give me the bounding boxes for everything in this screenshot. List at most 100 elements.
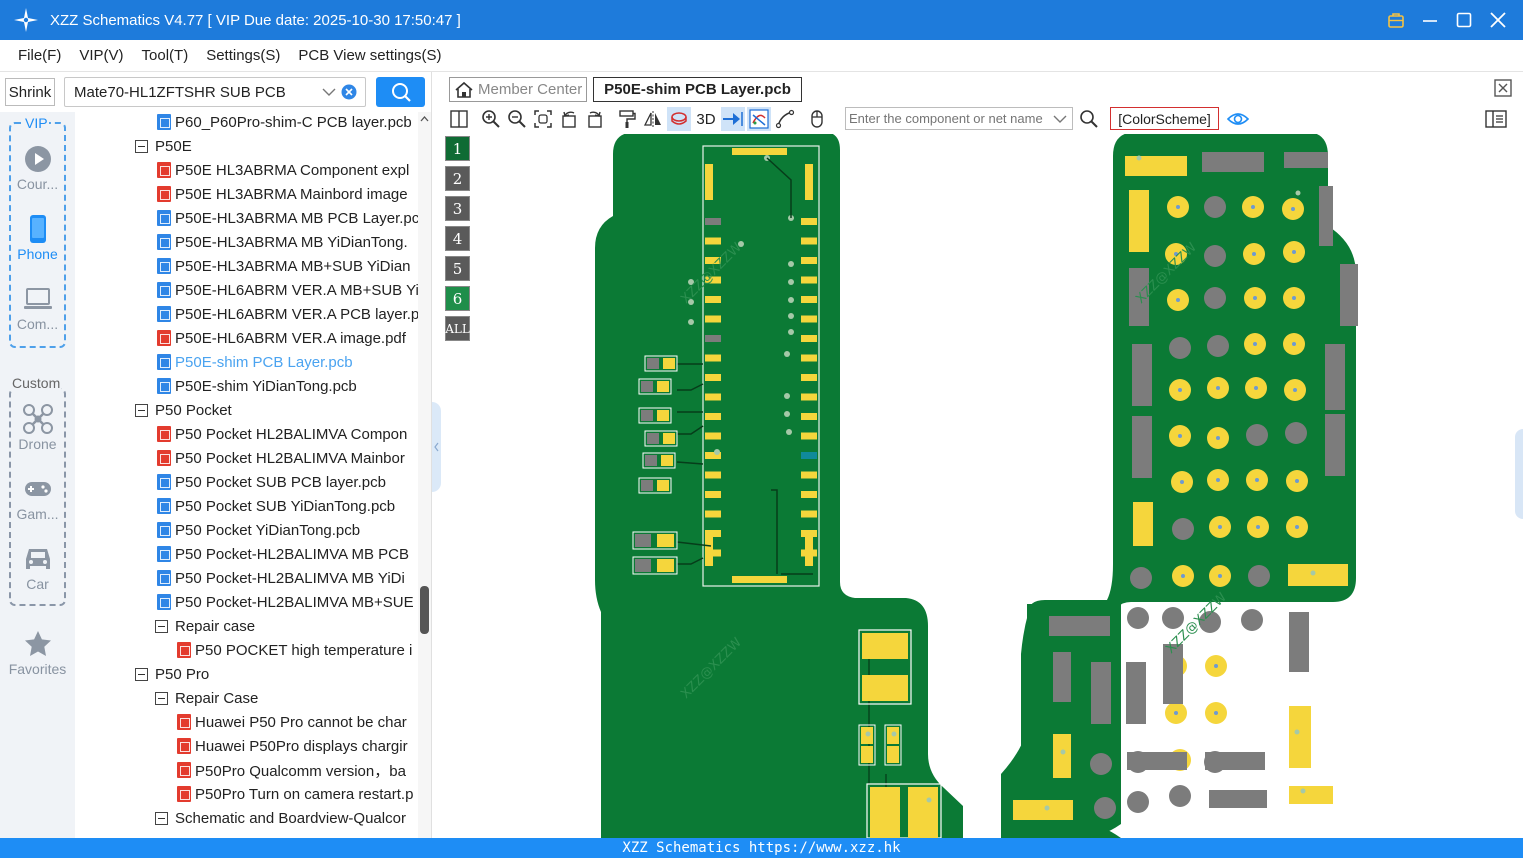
layer-6-button[interactable]: 6 xyxy=(445,286,470,311)
tree-folder[interactable]: P50 Pocket xyxy=(135,398,232,422)
tree-file[interactable]: Huawei P50 Pro cannot be char xyxy=(177,710,407,734)
nav-item-drone[interactable]: Drone xyxy=(0,404,75,452)
tree-file[interactable]: P50E-HL3ABRMA MB+SUB YiDian xyxy=(157,254,411,278)
tree-folder[interactable]: Schematic and Boardview-Qualcor xyxy=(155,806,406,830)
right-edge-handle[interactable] xyxy=(1515,429,1523,519)
collapse-icon[interactable] xyxy=(155,619,168,633)
collapse-icon[interactable] xyxy=(135,139,148,153)
tree-file[interactable]: P50E-shim YiDianTong.pcb xyxy=(157,374,357,398)
tree-folder[interactable]: Repair Case xyxy=(155,686,258,710)
rotate-right-icon[interactable] xyxy=(583,107,607,131)
tree-file[interactable]: P50 Pocket-HL2BALIMVA MB+SUE xyxy=(157,590,414,614)
tree-file[interactable]: P50E-HL6ABRM VER.A MB+SUB Yi xyxy=(157,278,419,302)
rotate-left-icon[interactable] xyxy=(557,107,581,131)
via xyxy=(1293,388,1297,392)
collapse-icon[interactable] xyxy=(135,403,148,417)
net-highlight-icon[interactable] xyxy=(667,107,691,131)
tree-file[interactable]: P50 Pocket YiDianTong.pcb xyxy=(157,518,360,542)
tree-file[interactable]: P50Pro Qualcomm version，ba xyxy=(177,758,406,782)
tree-file[interactable]: P50E-HL3ABRMA MB PCB Layer.pc xyxy=(157,206,419,230)
tab-member-center[interactable]: Member Center xyxy=(449,77,587,102)
zoom-in-icon[interactable] xyxy=(479,107,503,131)
paint-roller-icon[interactable] xyxy=(615,107,639,131)
eye-icon[interactable] xyxy=(1227,110,1249,128)
tree-file[interactable]: P50Pro Turn on camera restart.p xyxy=(177,782,413,806)
menu-tool[interactable]: Tool(T) xyxy=(141,47,189,64)
tree-file[interactable]: Huawei P50Pro displays chargir xyxy=(177,734,408,758)
layer-2-button[interactable]: 2 xyxy=(445,166,470,191)
menu-pcb-view-settings[interactable]: PCB View settings(S) xyxy=(298,47,442,64)
chevron-down-icon[interactable] xyxy=(1052,114,1068,124)
panel-splitter[interactable] xyxy=(431,72,441,838)
layer-3-button[interactable]: 3 xyxy=(445,196,470,221)
window-restore-icon[interactable] xyxy=(1493,78,1513,98)
search-icon[interactable] xyxy=(1079,109,1099,129)
collapse-icon[interactable] xyxy=(135,667,148,681)
tree-file[interactable]: P50 Pocket-HL2BALIMVA MB PCB xyxy=(157,542,409,566)
layer-all-button[interactable]: ALL xyxy=(445,316,470,341)
tab-pcb-file[interactable]: P50E-shim PCB Layer.pcb xyxy=(593,77,802,102)
maximize-icon[interactable] xyxy=(1453,9,1475,31)
tree-file[interactable]: P50 Pocket SUB YiDianTong.pcb xyxy=(157,494,395,518)
colorscheme-button[interactable]: [ColorScheme] xyxy=(1110,107,1219,130)
mouse-icon[interactable] xyxy=(805,107,829,131)
tree-file[interactable]: P50E HL3ABRMA Mainbord image xyxy=(157,182,408,206)
nav-item-phone[interactable]: Phone xyxy=(0,214,75,262)
tree-folder[interactable]: P50E xyxy=(135,134,192,158)
tree-file[interactable]: P50 POCKET high temperature i xyxy=(177,638,412,662)
menu-file[interactable]: File(F) xyxy=(18,47,62,64)
tree-file[interactable]: P50 Pocket HL2BALIMVA Mainbor xyxy=(157,446,405,470)
layer-5-button[interactable]: 5 xyxy=(445,256,470,281)
menu-settings[interactable]: Settings(S) xyxy=(206,47,281,64)
menu-vip[interactable]: VIP(V) xyxy=(79,47,124,64)
zoom-out-icon[interactable] xyxy=(505,107,529,131)
vip-bag-icon[interactable] xyxy=(1385,9,1407,31)
collapse-handle[interactable] xyxy=(432,402,441,492)
tree-folder[interactable]: Repair case xyxy=(155,614,255,638)
tree-scrollbar-thumb[interactable] xyxy=(420,586,429,634)
nav-item-game[interactable]: Gam... xyxy=(0,474,75,522)
close-icon[interactable] xyxy=(1487,9,1509,31)
tree-file[interactable]: P50E-shim PCB Layer.pcb xyxy=(157,350,353,374)
minimize-icon[interactable] xyxy=(1419,9,1441,31)
layer-1-button[interactable]: 1 xyxy=(445,136,470,161)
nav-item-favorites[interactable]: Favorites xyxy=(0,629,75,677)
nav-item-car[interactable]: Car xyxy=(0,544,75,592)
nav-item-course[interactable]: Cour... xyxy=(0,144,75,192)
mirror-icon[interactable] xyxy=(641,107,665,131)
scroll-up-icon[interactable] xyxy=(420,114,429,124)
tree-scrollbar[interactable] xyxy=(418,112,431,838)
board-combobox[interactable]: Mate70-HL1ZFTSHR SUB PCB xyxy=(64,77,366,107)
tree-file[interactable]: P50E-HL6ABRM VER.A PCB layer.p xyxy=(157,302,419,326)
tree-file[interactable]: P50 Pocket SUB PCB layer.pcb xyxy=(157,470,386,494)
view-3d-button[interactable]: 3D xyxy=(696,110,716,128)
tree-file[interactable]: P50E-HL6ABRM VER.A image.pdf xyxy=(157,326,406,350)
clear-icon[interactable] xyxy=(339,82,359,102)
tree-file[interactable]: P50 Pocket HL2BALIMVA Compon xyxy=(157,422,407,446)
via xyxy=(926,797,932,803)
pad xyxy=(705,549,721,557)
component-search-input[interactable] xyxy=(846,108,1052,129)
split-view-icon[interactable] xyxy=(447,107,471,131)
collapse-icon[interactable] xyxy=(155,811,168,825)
tree-file[interactable]: P50E-HL3ABRMA MB YiDianTong. xyxy=(157,230,408,254)
component-search-field[interactable] xyxy=(845,107,1073,130)
route-check-icon[interactable] xyxy=(747,107,771,131)
shrink-button[interactable]: Shrink xyxy=(5,78,55,106)
trace-icon[interactable] xyxy=(773,107,797,131)
tree-file[interactable]: P60_P60Pro-shim-C PCB layer.pcb xyxy=(157,112,412,134)
bga-ball xyxy=(1285,422,1307,444)
tree-file[interactable]: P50E HL3ABRMA Component expl xyxy=(157,158,409,182)
chevron-down-icon[interactable] xyxy=(319,82,339,102)
search-button[interactable] xyxy=(376,77,425,107)
arrow-pin-icon[interactable] xyxy=(721,107,745,131)
collapse-icon[interactable] xyxy=(155,691,168,705)
tree-folder[interactable]: P50 Pro xyxy=(135,662,209,686)
fit-view-icon[interactable] xyxy=(531,107,555,131)
nav-item-computer[interactable]: Com... xyxy=(0,284,75,332)
side-panel-icon[interactable] xyxy=(1485,109,1507,129)
tree-file[interactable]: P50 Pocket-HL2BALIMVA MB YiDi xyxy=(157,566,405,590)
layer-4-button[interactable]: 4 xyxy=(445,226,470,251)
